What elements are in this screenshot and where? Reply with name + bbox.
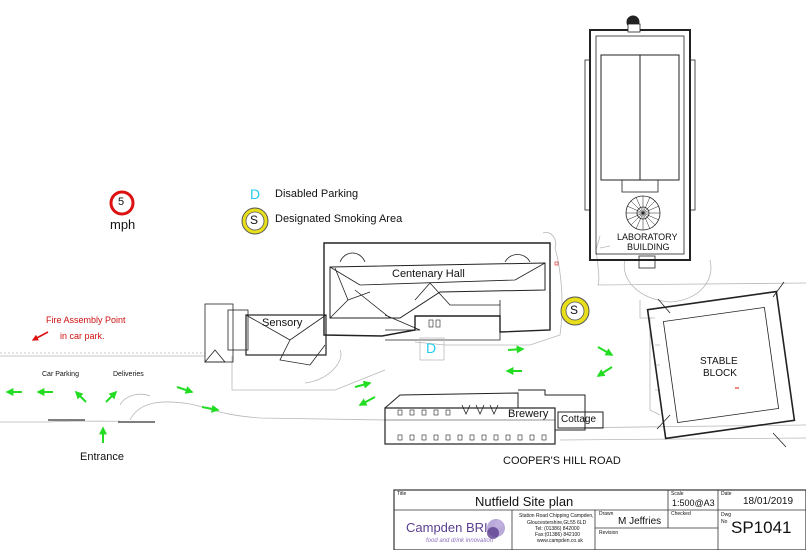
- site-boundary: [0, 231, 806, 441]
- date-caption: Date: [721, 491, 732, 497]
- title-block-frame: [393, 489, 806, 550]
- scale-value: 1:500@A3: [672, 498, 715, 508]
- laboratory-label-1: LABORATORY: [617, 232, 678, 242]
- legend-disabled-symbol: D: [250, 186, 261, 202]
- company-name: Campden BRI: [406, 520, 488, 535]
- brewery-label: Brewery: [508, 408, 549, 420]
- brewery-building: [384, 389, 604, 445]
- checked-caption: Checked: [671, 511, 691, 517]
- legend-smoking-symbol: [241, 207, 269, 235]
- centenary-hall: [323, 242, 559, 341]
- drawing-number: SP1041: [731, 518, 792, 537]
- car-parking-label: Car Parking: [42, 371, 79, 378]
- address-line-5: www.campden.co.uk: [537, 538, 583, 544]
- disabled-parking-marker: D: [426, 340, 437, 356]
- traffic-arrows: [5, 345, 614, 443]
- address-line-4: Fax:(01386) 842100: [535, 532, 581, 538]
- legend-smoking-letter: S: [250, 213, 259, 227]
- fire-assembly-label-1: Fire Assembly Point: [46, 315, 126, 325]
- company-tagline: food and drink innovation: [426, 538, 494, 544]
- title-caption: Title: [397, 491, 407, 497]
- disabled-bay-outline: [419, 337, 445, 361]
- drawn-caption: Drawn: [599, 511, 614, 517]
- address-line-2: Gloucestershire,GL55 6LD: [527, 520, 587, 526]
- laboratory-building: [584, 15, 696, 269]
- speed-limit-value: 5: [118, 196, 125, 208]
- sensory-building: [204, 303, 327, 366]
- smoking-area-marker: [560, 296, 590, 326]
- cottage-label: Cottage: [561, 414, 597, 425]
- sensory-label: Sensory: [262, 317, 303, 329]
- dwg-caption: Dwg No: [721, 512, 732, 525]
- address-line-3: Tel: (01386) 842000: [535, 526, 580, 532]
- drawing-title: Nutfield Site plan: [475, 494, 574, 509]
- legend-disabled-label: Disabled Parking: [275, 188, 359, 200]
- scale-caption: Scale: [671, 491, 684, 497]
- revision-caption: Revision: [599, 530, 619, 536]
- centenary-hall-label: Centenary Hall: [392, 268, 465, 280]
- fire-assembly-label-2: in car park.: [60, 331, 105, 341]
- stable-block: [646, 281, 796, 448]
- smoking-area-marker-letter: S: [570, 303, 579, 317]
- entrance-gate: [48, 419, 155, 423]
- road-label: COOPER'S HILL ROAD: [503, 455, 621, 467]
- speed-limit-sign: [109, 190, 135, 216]
- date-value: 18/01/2019: [743, 496, 794, 507]
- deliveries-label: Deliveries: [113, 371, 144, 378]
- entrance-label: Entrance: [80, 451, 125, 463]
- laboratory-label-2: BUILDING: [627, 242, 670, 252]
- fire-assembly-arrow: [31, 331, 49, 341]
- stable-block-label-2: BLOCK: [703, 368, 737, 379]
- speed-limit-unit: mph: [110, 217, 136, 232]
- address-line-1: Station Road Chipping Campden,: [519, 513, 594, 519]
- company-logo-icon: [487, 519, 505, 539]
- drawn-value: M Jeffries: [618, 516, 662, 527]
- legend-smoking-label: Designated Smoking Area: [275, 213, 403, 225]
- stable-block-label-1: STABLE: [700, 356, 738, 367]
